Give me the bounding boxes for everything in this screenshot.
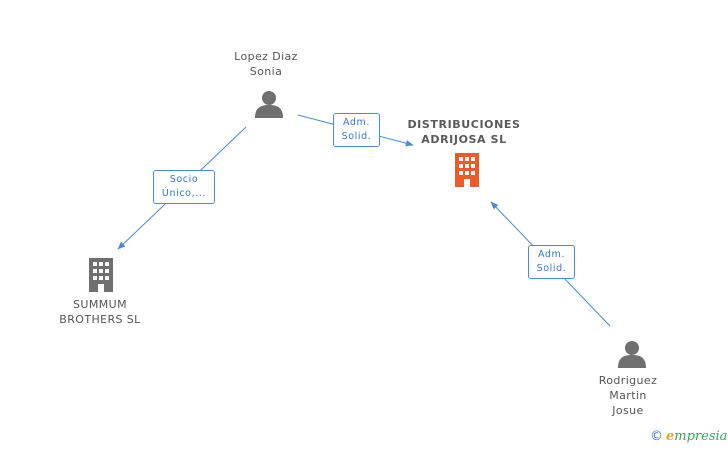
edge-label-rodriguez-distribuciones[interactable]: Adm. Solid. — [528, 245, 575, 279]
node-rodriguez-name-line1: Rodriguez — [598, 374, 658, 387]
building-icon[interactable] — [85, 258, 117, 292]
node-summum-name-line2: BROTHERS SL — [59, 313, 141, 326]
edge-label-line2: Único,... — [161, 188, 207, 199]
node-lopez-name-line1: Lopez Diaz — [234, 50, 298, 63]
node-summum-name-line1: SUMMUM — [73, 298, 127, 311]
node-rodriguez-name-line2: Martin — [609, 389, 647, 402]
node-rodriguez-label: Rodriguez Martin Josue — [582, 373, 674, 418]
edge-label-line1: Adm. — [537, 249, 566, 260]
node-lopez-name-line2: Sonia — [249, 65, 283, 78]
edge-label-line2: Solid. — [536, 263, 567, 274]
node-rodriguez-name-line3: Josue — [612, 404, 644, 417]
edge-label-line2: Solid. — [341, 131, 372, 142]
edge-label-lopez-summum[interactable]: Socio Único,... — [153, 170, 215, 204]
node-summum-label: SUMMUM BROTHERS SL — [48, 297, 152, 327]
copyright-icon: © — [650, 429, 663, 444]
edge-label-line1: Adm. — [342, 117, 371, 128]
node-distribuciones-name-line1: DISTRIBUCIONES — [407, 118, 521, 131]
node-distribuciones-label: DISTRIBUCIONES ADRIJOSA SL — [394, 117, 534, 147]
edge-label-lopez-distribuciones[interactable]: Adm. Solid. — [333, 113, 380, 147]
person-icon[interactable] — [254, 90, 284, 118]
brand-rest: mpresia — [674, 429, 728, 444]
person-icon[interactable] — [617, 340, 647, 368]
node-distribuciones-name-line2: ADRIJOSA SL — [421, 133, 507, 146]
node-lopez-label: Lopez Diaz Sonia — [216, 49, 316, 79]
brand-e: e — [666, 429, 675, 444]
building-icon[interactable] — [451, 153, 483, 187]
empresia-logo: ©empresia — [650, 429, 727, 444]
edge-label-line1: Socio — [169, 174, 199, 185]
